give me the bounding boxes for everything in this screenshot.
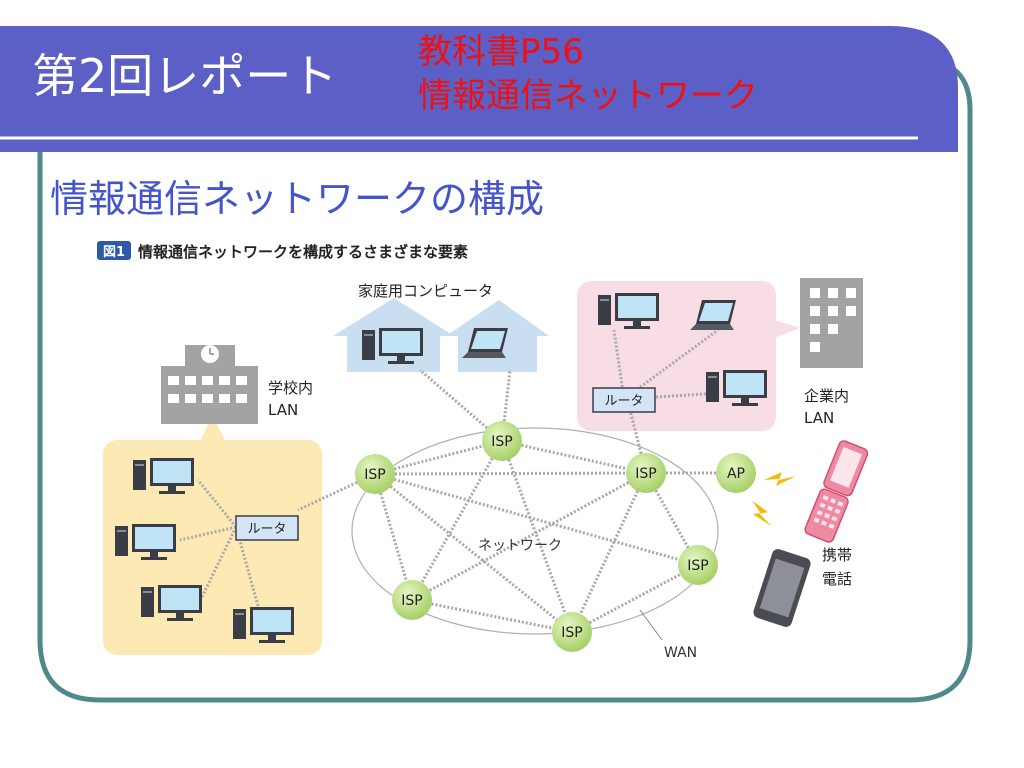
figure-caption-text: 情報通信ネットワークを構成するさまざまな要素: [138, 243, 468, 261]
wireless-signal-icon: [764, 472, 796, 486]
office-building-icon: [800, 278, 863, 368]
title-bar: [0, 26, 958, 152]
svg-text:ISP: ISP: [635, 466, 656, 482]
wireless-signal-icon: [746, 496, 776, 532]
isp-node: ISP: [678, 545, 718, 585]
figure-badge: [97, 241, 131, 260]
figure-badge-text: 図1: [103, 245, 125, 260]
school-lan-label-line2: LAN: [268, 401, 298, 419]
school-router-label: ルータ: [247, 522, 286, 537]
school-lan-label-line1: 学校内: [268, 379, 313, 397]
corporate-lan-label-line1: 企業内: [804, 387, 849, 405]
access-point-node: AP: [716, 453, 756, 493]
isp-node: ISP: [392, 580, 432, 620]
school-router: ルータ: [235, 515, 299, 541]
svg-text:ISP: ISP: [364, 467, 385, 483]
isp-node: ISP: [355, 454, 395, 494]
svg-text:AP: AP: [727, 466, 745, 482]
section-heading: 情報通信ネットワークの構成: [50, 177, 545, 221]
content-frame: [37, 57, 973, 703]
isp-node: ISP: [482, 421, 522, 461]
wan-pointer: [639, 609, 663, 641]
school-zone-pointer: [200, 415, 226, 442]
wan-label: WAN: [664, 645, 697, 661]
isp-node: ISP: [552, 612, 592, 652]
corporate-router: ルータ: [592, 387, 656, 413]
corp-zone-pointer: [774, 320, 800, 338]
svg-text:ISP: ISP: [401, 593, 422, 609]
svg-text:ISP: ISP: [561, 625, 582, 641]
network-links: [179, 328, 736, 634]
isp-node: ISP: [626, 453, 666, 493]
corporate-router-label: ルータ: [604, 394, 643, 409]
flip-phone-icon: [804, 440, 869, 543]
mobile-phone-label-line2: 電話: [822, 570, 852, 588]
corporate-lan-label-line2: LAN: [804, 409, 834, 427]
figure-caption: 図1 情報通信ネットワークを構成するさまざまな要素: [97, 241, 468, 261]
network-label: ネットワーク: [478, 538, 562, 554]
home-computer-label: 家庭用コンピュータ: [358, 282, 493, 300]
svg-text:ISP: ISP: [491, 434, 512, 450]
smartphone-icon: [753, 549, 811, 627]
school-lan-zone: [103, 440, 322, 655]
source-line-2: 情報通信ネットワーク: [418, 76, 758, 116]
wan-cloud: [351, 427, 719, 635]
svg-text:ISP: ISP: [687, 558, 708, 574]
school-building-icon: [161, 345, 258, 424]
source-line-1: 教科書P56: [418, 32, 584, 72]
slide-title: 第2回レポート: [32, 49, 338, 103]
mobile-phone-label-line1: 携帯: [822, 546, 852, 564]
